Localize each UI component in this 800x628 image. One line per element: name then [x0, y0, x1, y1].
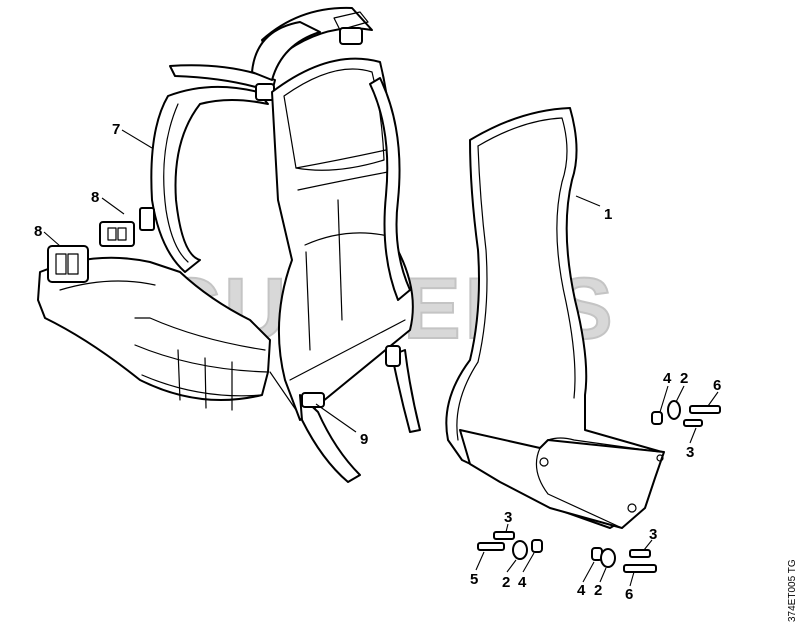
hardware-bottom-left — [477, 531, 543, 560]
shoulder-strap-left — [150, 85, 269, 273]
harness-illustration — [37, 6, 421, 483]
buckle-male — [47, 245, 89, 283]
back-plate-illustration — [445, 107, 665, 529]
callout-2-bottom: 2 — [594, 582, 602, 599]
callout-3-left: 3 — [504, 509, 512, 526]
buckle-female — [99, 207, 155, 247]
callout-2-left: 2 — [502, 574, 510, 591]
callout-8-lower: 8 — [34, 223, 42, 240]
callout-7: 7 — [112, 121, 120, 138]
leader-lines — [43, 129, 719, 587]
callout-4-right: 4 — [663, 370, 672, 387]
callout-3-bottom: 3 — [649, 526, 657, 543]
callout-labels: 1 7 8 8 9 4 2 6 3 3 5 2 4 3 4 2 6 — [34, 121, 721, 603]
callout-6-right: 6 — [713, 377, 721, 394]
callout-3-right: 3 — [686, 444, 694, 461]
document-id: 374ET005 TG — [787, 559, 798, 622]
back-plate-frame — [445, 107, 663, 529]
callout-2-right: 2 — [680, 370, 688, 387]
hardware-bottom-right — [591, 547, 657, 573]
callout-4-bottom: 4 — [577, 582, 586, 599]
callout-1: 1 — [604, 206, 612, 223]
callout-9: 9 — [360, 431, 368, 448]
callout-4-left: 4 — [518, 574, 527, 591]
callout-5-left: 5 — [470, 571, 478, 588]
hardware-right — [651, 400, 721, 427]
back-plate-seat — [459, 429, 665, 529]
callout-8-upper: 8 — [91, 189, 99, 206]
callout-6-bottom: 6 — [625, 586, 633, 603]
